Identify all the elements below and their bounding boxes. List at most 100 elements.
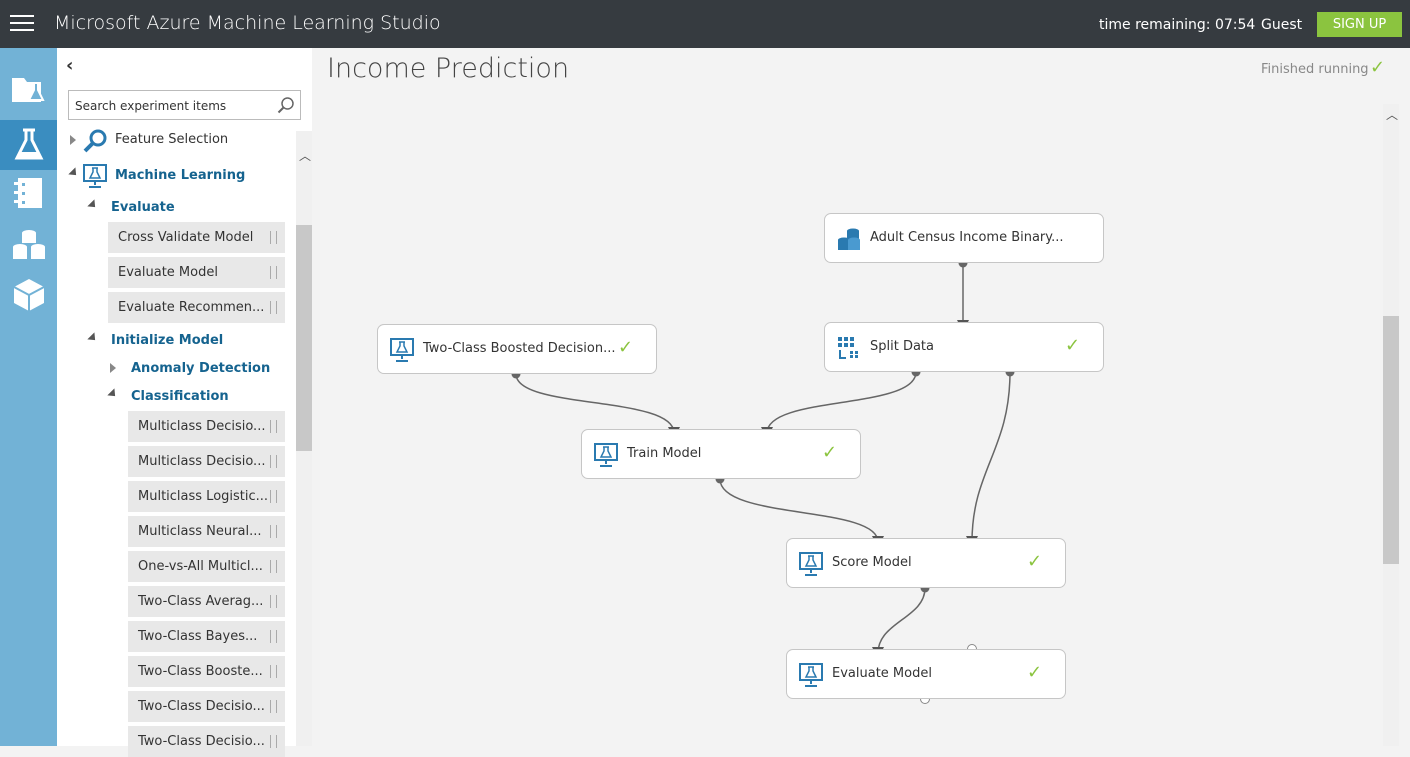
rail-item-experiments[interactable] — [0, 120, 57, 170]
experiments-icon — [14, 128, 43, 160]
module-classification-item[interactable]: Two-Class Bayes... — [128, 621, 285, 652]
module-classification-item[interactable]: Multiclass Decisio... — [128, 446, 285, 477]
module-label: One-vs-All Multicl... — [138, 559, 263, 574]
time-remaining: time remaining: 07:54 — [1099, 17, 1256, 33]
trained-models-icon — [13, 279, 44, 311]
drag-handle-icon[interactable] — [270, 665, 277, 678]
module-label: Multiclass Decisio... — [138, 454, 266, 469]
model-icon — [594, 443, 618, 467]
drag-handle-icon[interactable] — [270, 735, 277, 748]
module-label: Two-Class Booste... — [138, 664, 263, 679]
tree-label: Evaluate — [111, 200, 175, 215]
experiment-title[interactable]: Income Prediction — [327, 53, 570, 84]
node-label: Train Model — [627, 446, 702, 461]
node-evaluate-model[interactable]: Evaluate Model ✓ — [786, 649, 1066, 699]
machine-learning-icon — [83, 164, 107, 188]
drag-handle-icon[interactable] — [270, 266, 277, 279]
palette-scrollbar[interactable]: ︿ — [296, 131, 312, 746]
dataset-icon — [838, 228, 860, 250]
model-icon — [390, 338, 414, 362]
module-label: Two-Class Bayes... — [138, 629, 258, 644]
drag-handle-icon[interactable] — [270, 595, 277, 608]
tree-label: Initialize Model — [111, 333, 224, 348]
expand-arrow-icon[interactable] — [70, 135, 76, 145]
success-check-icon: ✓ — [1027, 662, 1043, 683]
model-icon — [799, 663, 823, 687]
module-classification-item[interactable]: One-vs-All Multicl... — [128, 551, 285, 582]
app-title: Microsoft Azure Machine Learning Studio — [54, 12, 441, 34]
rail-item-projects[interactable] — [0, 64, 57, 114]
module-classification-item[interactable]: Two-Class Decisio... — [128, 691, 285, 722]
node-score-model[interactable]: Score Model ✓ — [786, 538, 1066, 588]
module-label: Evaluate Recommen... — [118, 300, 265, 315]
scroll-up-icon[interactable]: ︿ — [299, 149, 312, 163]
drag-handle-icon[interactable] — [270, 630, 277, 643]
module-cross-validate-model[interactable]: Cross Validate Model — [108, 222, 285, 253]
run-status: Finished running — [1261, 62, 1369, 77]
model-icon — [799, 552, 823, 576]
node-label: Adult Census Income Binary... — [870, 230, 1064, 245]
module-classification-item[interactable]: Two-Class Averag... — [128, 586, 285, 617]
success-check-icon: ✓ — [618, 337, 634, 358]
datasets-icon — [12, 230, 45, 259]
experiment-canvas[interactable] — [312, 48, 1410, 746]
tree-label: Machine Learning — [115, 168, 246, 183]
node-adult-census-dataset[interactable]: Adult Census Income Binary... — [824, 213, 1104, 263]
drag-handle-icon[interactable] — [270, 420, 277, 433]
drag-handle-icon[interactable] — [270, 700, 277, 713]
drag-handle-icon[interactable] — [270, 455, 277, 468]
tree-label: Anomaly Detection — [131, 361, 271, 376]
module-classification-item[interactable]: Multiclass Neural... — [128, 516, 285, 547]
collapse-palette-icon[interactable]: ‹ — [66, 55, 74, 76]
node-split-data[interactable]: Split Data ✓ — [824, 322, 1104, 372]
module-label: Cross Validate Model — [118, 230, 254, 245]
success-check-icon: ✓ — [822, 442, 838, 463]
rail-item-trained-models[interactable] — [0, 270, 57, 320]
drag-handle-icon[interactable] — [270, 525, 277, 538]
drag-handle-icon[interactable] — [270, 490, 277, 503]
module-label: Multiclass Decisio... — [138, 419, 266, 434]
module-label: Two-Class Decisio... — [138, 734, 265, 749]
top-bar: Microsoft Azure Machine Learning Studio … — [0, 0, 1410, 48]
rail-item-notebooks[interactable] — [0, 168, 57, 218]
module-classification-item[interactable]: Multiclass Logistic... — [128, 481, 285, 512]
search-box — [68, 90, 301, 120]
search-icon[interactable] — [277, 96, 295, 114]
node-label: Two-Class Boosted Decision... — [423, 341, 616, 356]
module-label: Two-Class Averag... — [138, 594, 264, 609]
scrollbar-thumb[interactable] — [1383, 316, 1399, 564]
hamburger-menu-icon[interactable] — [10, 15, 34, 33]
drag-handle-icon[interactable] — [270, 231, 277, 244]
split-data-icon — [838, 337, 858, 359]
canvas-scrollbar[interactable]: ︿ — [1383, 104, 1399, 746]
module-evaluate-model[interactable]: Evaluate Model — [108, 257, 285, 288]
module-classification-item[interactable]: Two-Class Decisio... — [128, 726, 285, 757]
module-evaluate-recommender[interactable]: Evaluate Recommen... — [108, 292, 285, 323]
scroll-up-icon[interactable]: ︿ — [1386, 108, 1399, 122]
notebooks-icon — [13, 178, 42, 208]
expand-arrow-icon[interactable] — [110, 363, 116, 373]
module-label: Multiclass Logistic... — [138, 489, 269, 504]
module-classification-item[interactable]: Two-Class Booste... — [128, 656, 285, 687]
module-label: Multiclass Neural... — [138, 524, 262, 539]
search-input[interactable] — [73, 92, 267, 120]
user-name[interactable]: Guest — [1261, 17, 1303, 33]
tree-label: Classification — [131, 389, 229, 404]
scrollbar-thumb[interactable] — [296, 225, 312, 451]
projects-icon — [11, 78, 45, 102]
magnifier-icon — [83, 129, 107, 153]
success-check-icon: ✓ — [1065, 335, 1081, 356]
module-classification-item[interactable]: Multiclass Decisio... — [128, 411, 285, 442]
rail-item-datasets[interactable] — [0, 220, 57, 270]
module-label: Evaluate Model — [118, 265, 218, 280]
node-label: Split Data — [870, 339, 934, 354]
sign-up-button[interactable]: SIGN UP — [1317, 12, 1402, 37]
module-label: Two-Class Decisio... — [138, 699, 265, 714]
node-two-class-boosted-decision-tree[interactable]: Two-Class Boosted Decision... ✓ — [377, 324, 657, 374]
drag-handle-icon[interactable] — [270, 560, 277, 573]
node-train-model[interactable]: Train Model ✓ — [581, 429, 861, 479]
tree-label: Feature Selection — [115, 132, 229, 147]
status-check-icon: ✓ — [1370, 57, 1386, 78]
navigation-rail — [0, 48, 57, 746]
drag-handle-icon[interactable] — [270, 301, 277, 314]
